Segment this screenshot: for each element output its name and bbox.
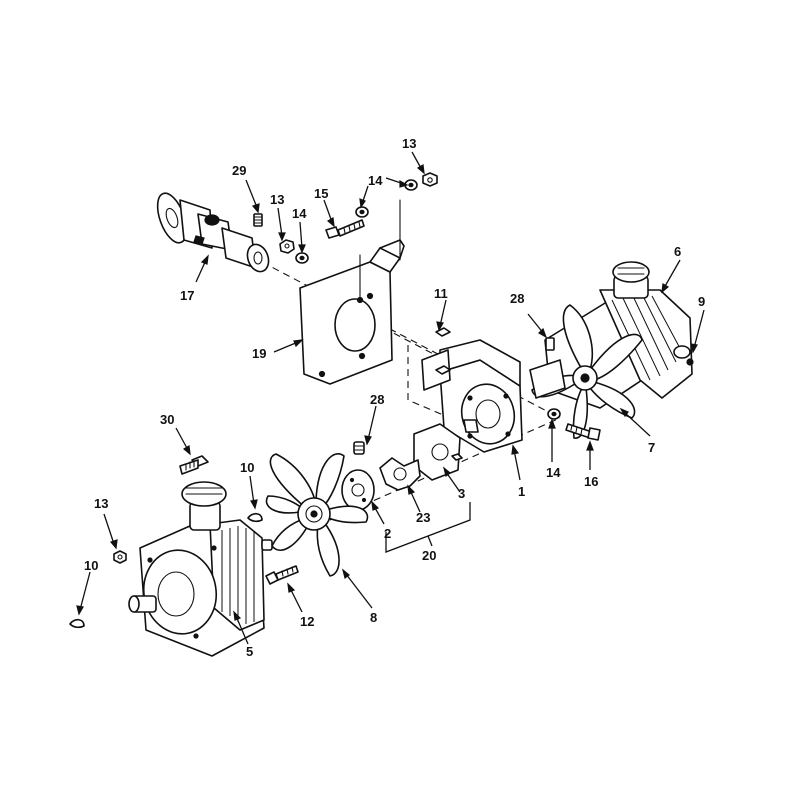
- right-bolt-washer: [547, 408, 601, 441]
- bolt-30: [179, 455, 209, 475]
- leader-lines: [76, 151, 705, 645]
- coupling-set: [341, 423, 471, 553]
- gear-motor-1: [421, 339, 523, 453]
- callout-15: 15: [314, 186, 328, 201]
- callout-8: 8: [370, 610, 377, 625]
- callout-10-upper: 10: [240, 460, 254, 475]
- callout-10-lower: 10: [84, 558, 98, 573]
- callout-14-top: 14: [368, 173, 383, 188]
- callout-5: 5: [246, 644, 253, 659]
- bolt-12: [265, 565, 299, 585]
- callout-28-middle: 28: [370, 392, 384, 407]
- callout-23: 23: [416, 510, 430, 525]
- callout-3: 3: [458, 486, 465, 501]
- callout-13-top-left: 13: [270, 192, 284, 207]
- callout-30: 30: [160, 412, 174, 427]
- callout-29: 29: [232, 163, 246, 178]
- callout-16: 16: [584, 474, 598, 489]
- callout-7: 7: [648, 440, 655, 455]
- callout-14-right: 14: [546, 465, 561, 480]
- left-small-parts: [69, 512, 263, 629]
- callout-19: 19: [252, 346, 266, 361]
- fan-8: [265, 453, 369, 577]
- callout-11: 11: [434, 286, 448, 301]
- callout-17: 17: [180, 288, 194, 303]
- callout-13-top-right: 13: [402, 136, 416, 151]
- callout-6: 6: [674, 244, 681, 259]
- key-11: [435, 327, 451, 375]
- universal-joint: [156, 192, 270, 273]
- callout-9: 9: [698, 294, 705, 309]
- callout-2: 2: [384, 526, 391, 541]
- callout-12: 12: [300, 614, 314, 629]
- mounting-bracket: [299, 199, 405, 385]
- callout-1: 1: [518, 484, 525, 499]
- top-fasteners: [253, 172, 438, 264]
- callout-28-right: 28: [510, 291, 524, 306]
- gear-motor-5: [128, 481, 273, 657]
- callout-labels: 29 13 14 15 14 13 17 19 11 28 6 9 7 14 1…: [84, 136, 705, 659]
- callout-13-left: 13: [94, 496, 108, 511]
- callout-20: 20: [422, 548, 436, 563]
- callout-14-top-left: 14: [292, 206, 307, 221]
- pump-unit-6: [529, 261, 694, 439]
